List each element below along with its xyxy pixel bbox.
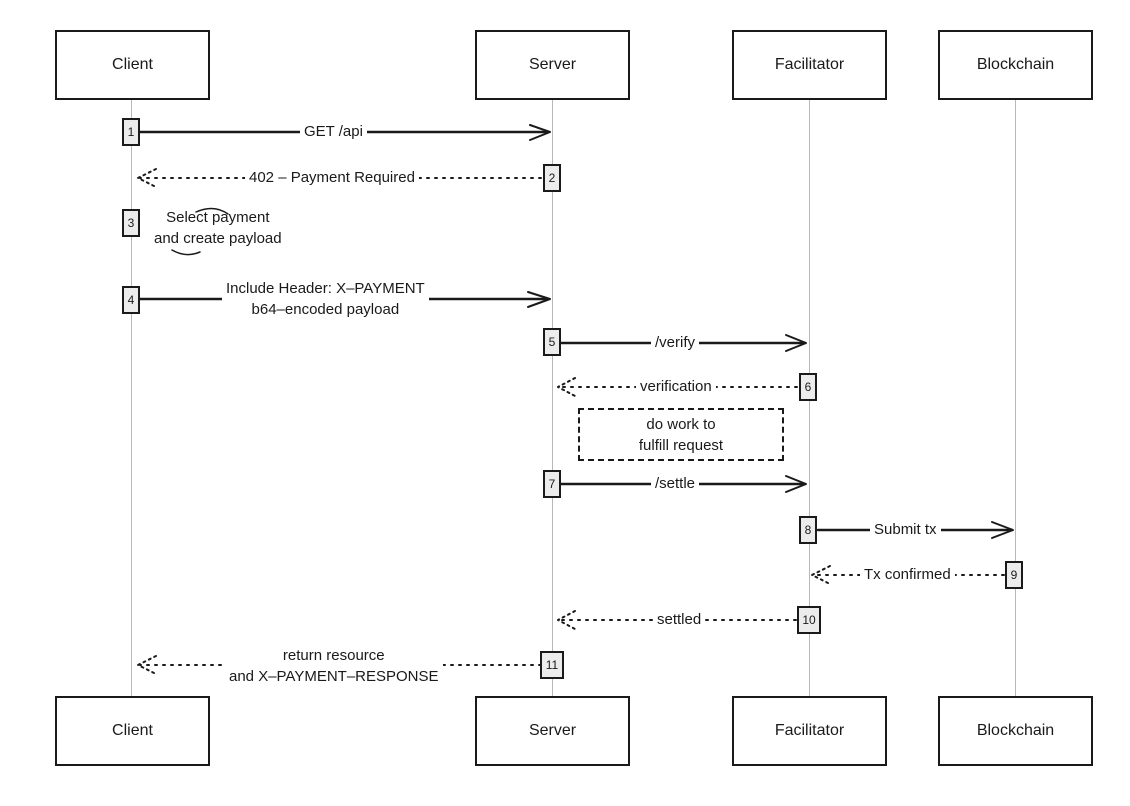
arrow-6-head bbox=[557, 377, 576, 397]
step-11-label-line2: and X–PAYMENT–RESPONSE bbox=[229, 668, 439, 685]
step-4-label-line2: b64–encoded payload bbox=[251, 301, 400, 318]
step-1-label: GET /api bbox=[300, 121, 367, 142]
facilitator-box-top: Facilitator bbox=[732, 30, 887, 100]
step-9-label: Tx confirmed bbox=[860, 564, 955, 585]
step-5-label: /verify bbox=[651, 332, 700, 353]
step-3-marker: 3 bbox=[122, 209, 140, 237]
server-lifeline bbox=[552, 100, 553, 696]
step-1-marker: 1 bbox=[122, 118, 140, 146]
step-9-marker: 9 bbox=[1005, 561, 1023, 589]
client-box-top: Client bbox=[55, 30, 210, 100]
arrow-9-head bbox=[811, 565, 831, 585]
step-4-marker: 4 bbox=[122, 286, 140, 314]
step-7-marker: 7 bbox=[543, 470, 561, 498]
step-3-label-line1: Select payment bbox=[166, 209, 270, 226]
arrow-5-head bbox=[785, 334, 807, 352]
arrow-3-curve bbox=[195, 207, 229, 215]
arrow-2-head bbox=[137, 168, 157, 188]
blockchain-box-top: Blockchain bbox=[938, 30, 1093, 100]
step-5-marker: 5 bbox=[543, 328, 561, 356]
step-6-label: verification bbox=[636, 376, 716, 397]
arrow-3-curve-lower bbox=[171, 249, 201, 256]
blockchain-lifeline bbox=[1015, 100, 1016, 696]
server-box-top: Server bbox=[475, 30, 630, 100]
arrow-1-head bbox=[529, 124, 551, 141]
step-11-label: return resource and X–PAYMENT–RESPONSE bbox=[225, 645, 443, 687]
client-box-bottom: Client bbox=[55, 696, 210, 766]
blockchain-box-bottom: Blockchain bbox=[938, 696, 1093, 766]
step-10-label: settled bbox=[653, 609, 706, 630]
step-3-label-line2: and create payload bbox=[154, 230, 282, 247]
step-6-marker: 6 bbox=[799, 373, 817, 401]
work-note-line2: fulfill request bbox=[638, 436, 724, 454]
step-4-label-line1: Include Header: X–PAYMENT bbox=[226, 280, 425, 297]
step-11-marker: 11 bbox=[540, 651, 564, 679]
arrow-10-head bbox=[557, 610, 576, 630]
arrow-11-head bbox=[137, 655, 157, 675]
server-box-bottom: Server bbox=[475, 696, 630, 766]
step-11-label-line1: return resource bbox=[282, 647, 385, 664]
arrow-8-head bbox=[991, 521, 1014, 539]
step-8-label: Submit tx bbox=[870, 519, 941, 540]
arrow-7-head bbox=[785, 475, 807, 493]
facilitator-box-bottom: Facilitator bbox=[732, 696, 887, 766]
client-lifeline bbox=[131, 100, 132, 696]
step-8-marker: 8 bbox=[799, 516, 817, 544]
step-7-label: /settle bbox=[651, 473, 700, 494]
step-2-marker: 2 bbox=[543, 164, 561, 192]
step-2-label: 402 – Payment Required bbox=[245, 167, 419, 188]
step-3-label: Select payment and create payload bbox=[150, 207, 286, 249]
step-4-label: Include Header: X–PAYMENT b64–encoded pa… bbox=[222, 278, 429, 320]
work-note-box: do work to fulfill request bbox=[578, 408, 784, 461]
arrow-4-head bbox=[527, 291, 551, 308]
step-10-marker: 10 bbox=[797, 606, 821, 634]
work-note-line1: do work to bbox=[646, 415, 716, 433]
